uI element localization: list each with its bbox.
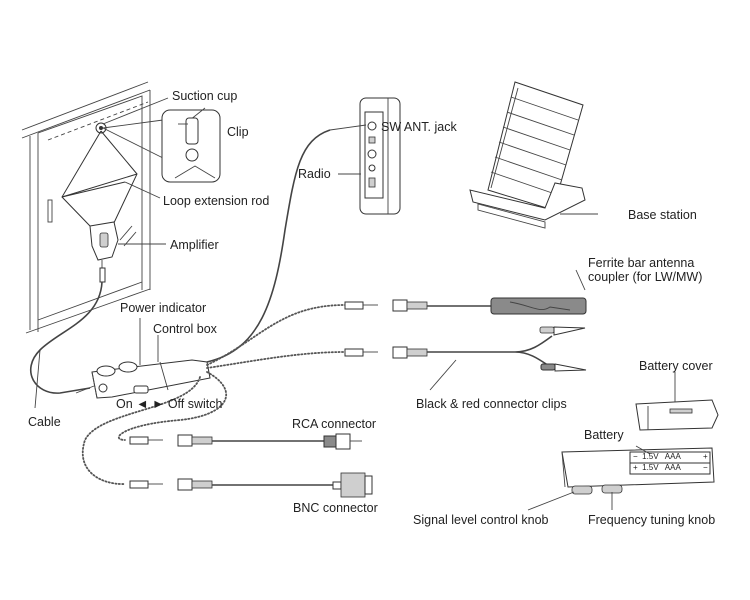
label-loop-extension-rod: Loop extension rod bbox=[163, 194, 270, 208]
loop-antenna bbox=[61, 130, 138, 228]
dotted-cable-ferrite bbox=[206, 304, 346, 366]
battery-marking-2: + 1.5V AAA − bbox=[633, 463, 708, 473]
label-amplifier: Amplifier bbox=[170, 238, 219, 252]
amplifier-cable bbox=[29, 281, 103, 394]
dotted-cable-clips bbox=[206, 351, 346, 369]
control-box bbox=[91, 359, 211, 399]
battery-unit bbox=[561, 447, 715, 495]
window-frame bbox=[21, 81, 151, 334]
label-radio: Radio bbox=[298, 167, 331, 181]
label-cable: Cable bbox=[28, 415, 61, 429]
label-suction-cup: Suction cup bbox=[172, 89, 238, 103]
clip-callout bbox=[102, 107, 221, 183]
battery-2-right-terminal: − bbox=[703, 463, 708, 472]
label-ferrite-coupler-line2: coupler (for LW/MW) bbox=[588, 270, 703, 284]
dotted-cable-rca bbox=[118, 371, 227, 441]
dotted-cable-bnc bbox=[82, 376, 201, 485]
bnc-plug-pair bbox=[129, 478, 333, 491]
label-signal-level-knob: Signal level control knob bbox=[413, 513, 549, 527]
clips-plug-pair bbox=[344, 335, 553, 369]
cable-plug bbox=[75, 385, 95, 394]
battery-cover bbox=[635, 399, 719, 431]
radio-plug bbox=[329, 124, 367, 131]
label-power-indicator: Power indicator bbox=[120, 301, 207, 315]
label-battery-cover: Battery cover bbox=[639, 359, 713, 373]
alligator-clips bbox=[539, 326, 587, 372]
ferrite-coupler bbox=[490, 297, 587, 315]
base-station bbox=[469, 81, 586, 229]
label-black-red-clips: Black & red connector clips bbox=[416, 397, 567, 411]
label-control-box: Control box bbox=[153, 322, 217, 336]
leader-lines bbox=[34, 97, 676, 511]
bnc-connector bbox=[332, 472, 373, 498]
label-sw-ant-jack: SW ANT. jack bbox=[381, 120, 457, 134]
label-rca-connector: RCA connector bbox=[292, 417, 377, 431]
battery-1-text: 1.5V AAA bbox=[642, 452, 681, 461]
amplifier bbox=[89, 221, 119, 283]
battery-2-text: 1.5V AAA bbox=[642, 463, 681, 472]
rca-connector bbox=[323, 433, 362, 450]
label-frequency-tuning-knob: Frequency tuning knob bbox=[588, 513, 716, 527]
battery-marking-1: − 1.5V AAA + bbox=[633, 452, 708, 462]
label-bnc-connector: BNC connector bbox=[293, 501, 378, 515]
ferrite-plug-pair bbox=[344, 299, 494, 312]
battery-1-right-terminal: + bbox=[703, 452, 708, 461]
battery-1-left-terminal: − bbox=[633, 452, 638, 461]
radio bbox=[359, 97, 401, 215]
label-battery: Battery bbox=[584, 428, 624, 442]
label-clip: Clip bbox=[227, 125, 249, 139]
rca-plug-pair bbox=[129, 434, 324, 447]
battery-2-left-terminal: + bbox=[633, 463, 638, 472]
label-on-off-switch: On ◄ ► Off switch bbox=[116, 397, 223, 411]
label-base-station: Base station bbox=[628, 208, 697, 222]
label-ferrite-coupler-line1: Ferrite bar antenna bbox=[588, 256, 695, 270]
radio-cable bbox=[206, 129, 331, 363]
